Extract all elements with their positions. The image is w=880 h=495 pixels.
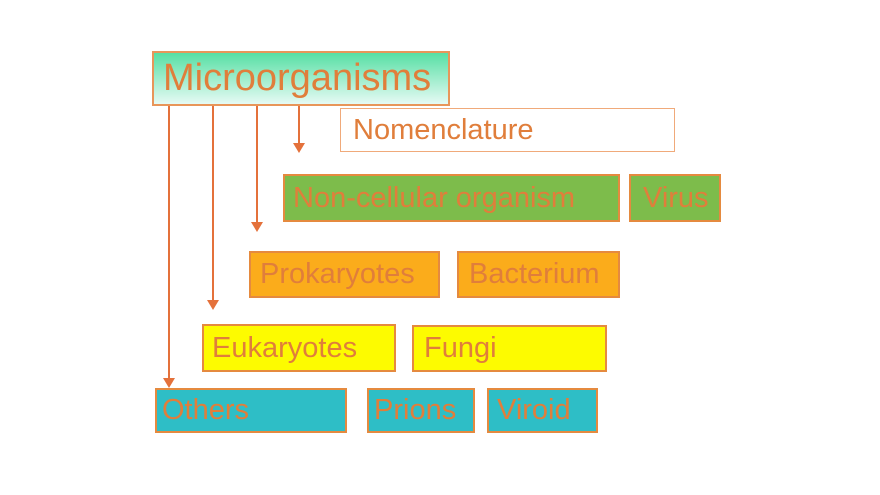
node-others: Others <box>155 388 347 433</box>
arrow-to-eukaryotes <box>207 106 219 310</box>
arrow-to-prokaryotes <box>251 106 263 232</box>
arrowhead-down-icon <box>251 222 263 232</box>
node-microorganisms-label: Microorganisms <box>163 57 432 99</box>
node-virus-label: Virus <box>643 181 709 214</box>
arrow-shaft <box>298 106 300 143</box>
node-eukaryotes-label: Eukaryotes <box>212 331 358 364</box>
arrow-shaft <box>168 106 170 378</box>
node-viroid: Viroid <box>487 388 598 433</box>
arrowhead-down-icon <box>293 143 305 153</box>
arrow-to-others <box>163 106 175 388</box>
node-eukaryotes: Eukaryotes <box>202 324 396 372</box>
node-bacterium: Bacterium <box>457 251 620 298</box>
node-others-label: Others <box>162 394 250 426</box>
node-bacterium-label: Bacterium <box>469 258 600 290</box>
node-microorganisms: Microorganisms <box>152 51 450 106</box>
node-prions: Prions <box>367 388 475 433</box>
node-fungi-label: Fungi <box>424 332 497 364</box>
node-nomenclature-label: Nomenclature <box>353 113 534 146</box>
node-nomenclature: Nomenclature <box>340 108 675 152</box>
arrowhead-down-icon <box>163 378 175 388</box>
node-fungi: Fungi <box>412 325 607 372</box>
arrow-shaft <box>256 106 258 222</box>
node-viroid-label: Viroid <box>497 394 571 426</box>
node-non-cellular-organism-label: Non-cellular organism <box>293 181 576 214</box>
arrow-to-non-cellular <box>293 106 305 153</box>
arrowhead-down-icon <box>207 300 219 310</box>
arrow-shaft <box>212 106 214 300</box>
node-prokaryotes: Prokaryotes <box>249 251 440 298</box>
node-non-cellular-organism: Non-cellular organism <box>283 174 620 222</box>
node-prions-label: Prions <box>374 394 457 426</box>
node-virus: Virus <box>629 174 721 222</box>
node-prokaryotes-label: Prokaryotes <box>260 258 415 290</box>
